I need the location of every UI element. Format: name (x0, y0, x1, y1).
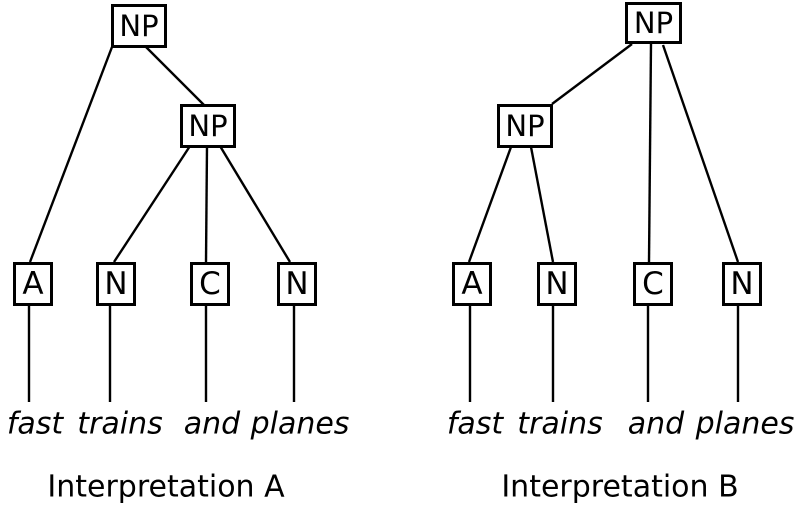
tree-a-word-and: and (183, 406, 241, 442)
tree-b-caption: Interpretation B (501, 469, 739, 505)
tree-b-leaf-n1-node: N (537, 262, 577, 306)
tree-b-word-trains: trains (517, 406, 603, 442)
tree-b-word-and: and (627, 406, 685, 442)
tree-a-word-trains: trains (77, 406, 163, 442)
tree-b-edge-root-to-c (647, 42, 653, 263)
tree-b-edge-inner-to-n1 (529, 146, 555, 263)
tree-a-inner-np-node: NP (180, 104, 236, 148)
tree-b-root-np-node: NP (625, 2, 682, 44)
tree-b-leaf-a-node: A (452, 262, 492, 306)
tree-a-leaf-n1-node: N (96, 262, 136, 306)
tree-b-leaf-c-node: C (633, 262, 673, 306)
tree-a-edge-inner-to-c (204, 145, 209, 263)
tree-a-word-planes: planes (250, 406, 350, 442)
tree-b-word-planes: planes (695, 406, 795, 442)
tree-a-word-fast: fast (6, 406, 64, 442)
tree-a-leaf-c-node: C (190, 262, 230, 306)
tree-b-edge-inner-to-a (467, 146, 513, 263)
tree-a-edge-root-to-a (28, 46, 114, 263)
tree-b-edge-root-to-n2 (661, 44, 740, 263)
tree-a-caption: Interpretation A (47, 469, 285, 505)
tree-a-edge-inner-to-n1 (112, 145, 192, 263)
tree-a-root-np-node: NP (111, 4, 167, 48)
tree-b-edge-root-to-inner-np (551, 43, 633, 105)
tree-b-leaf-n2-node: N (722, 262, 762, 306)
tree-b-inner-np-node: NP (497, 104, 553, 148)
tree-a-leaf-n2-node: N (277, 262, 317, 306)
tree-a-leaf-a-node: A (13, 262, 53, 306)
tree-a-edge-root-to-inner-np (145, 46, 205, 106)
tree-b-word-fast: fast (446, 406, 504, 442)
tree-a-edge-inner-to-n2 (218, 145, 292, 263)
